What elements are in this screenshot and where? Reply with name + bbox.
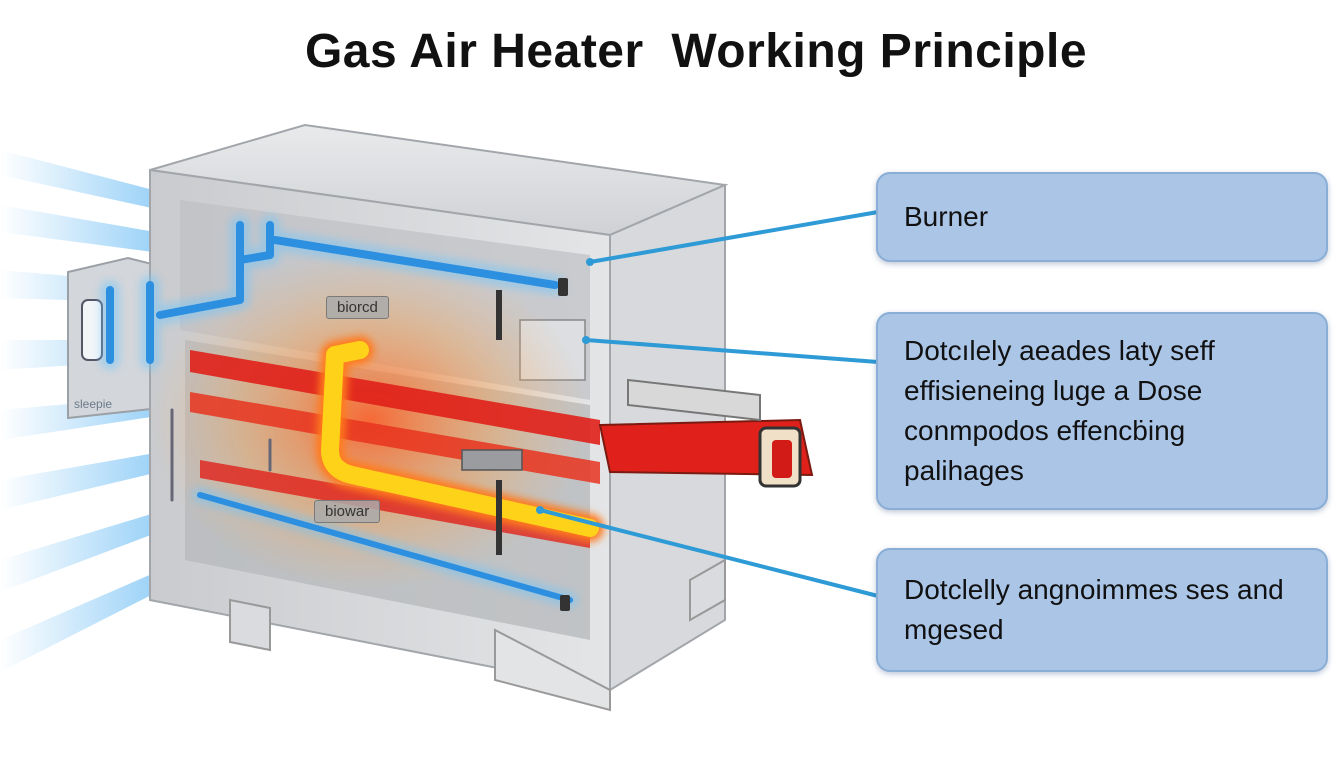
- side-panel-label: sleepie: [74, 397, 112, 411]
- fittings: [461, 278, 570, 611]
- leader-line-middle: [585, 338, 879, 364]
- leader-dot-burner: [586, 258, 594, 266]
- diagram-title: Gas Air Heater Working Principle: [304, 25, 1088, 78]
- callout-burner-text: Burner: [904, 201, 989, 232]
- callout-lower-text: Dotclelly angnoimmes ses and mgesed: [904, 574, 1284, 645]
- air-ducts: [100, 215, 578, 608]
- callout-lower: Dotclelly angnoimmes ses and mgesed: [876, 548, 1328, 672]
- blower-chip-label: biowar: [314, 500, 381, 523]
- flame-path: [316, 336, 604, 542]
- leader-dot-lower: [536, 506, 544, 514]
- burner-chip-label: biorcd: [326, 296, 389, 319]
- leader-dot-middle: [582, 336, 590, 344]
- callout-burner: Burner: [876, 172, 1328, 262]
- callout-middle-text: Dotcılely aeades laty seff effisieneing …: [904, 335, 1215, 486]
- leader-lines: [539, 210, 879, 598]
- exhaust-pipe: [598, 378, 814, 488]
- leader-line-burner: [589, 210, 879, 264]
- callout-middle: Dotcılely aeades laty seff effisieneing …: [876, 312, 1328, 510]
- leader-line-lower: [539, 508, 879, 598]
